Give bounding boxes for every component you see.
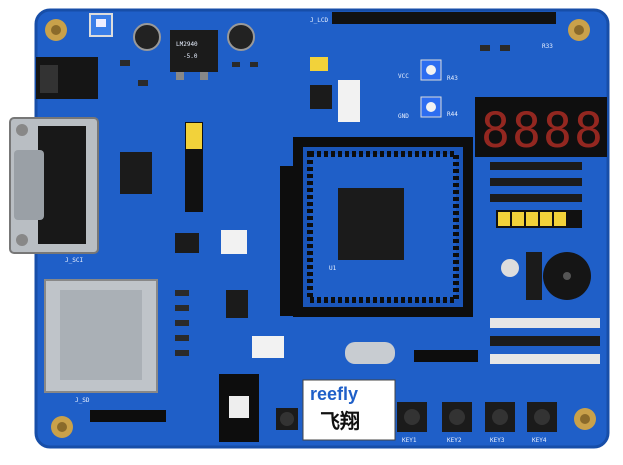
regulator-label: LM2940 xyxy=(176,41,198,48)
mounting-holes xyxy=(45,19,596,438)
pin-header xyxy=(280,166,294,316)
r44-label: R44 xyxy=(447,111,458,118)
lcd-pin-header: J_LCD xyxy=(310,12,556,24)
white-connector xyxy=(252,336,284,358)
vcc-label: VCC xyxy=(398,73,409,80)
led-indicator xyxy=(501,259,519,277)
key2-label: KEY2 xyxy=(447,437,462,444)
smd-components xyxy=(120,45,510,356)
key4-label: KEY4 xyxy=(532,437,547,444)
r43-label: R43 xyxy=(447,75,458,82)
jumper-row xyxy=(496,210,582,228)
white-connector xyxy=(338,80,360,122)
sd-label: J_SD xyxy=(75,397,90,404)
electrolytic-capacitor xyxy=(227,23,255,51)
yellow-jumper-block xyxy=(185,122,203,212)
crystal-oscillator xyxy=(345,342,395,364)
brand-chinese: 飞翔 xyxy=(320,409,360,433)
brand-name: reefly xyxy=(310,384,358,404)
potentiometers: R43 R44 VCC GND xyxy=(398,59,458,120)
db9-serial-connector: J_SCI xyxy=(9,117,99,264)
led-array xyxy=(490,318,600,364)
eeprom-chip xyxy=(175,233,199,253)
gnd-label: GND xyxy=(398,113,409,120)
segment-digit: 8 xyxy=(543,103,572,159)
segment-digit: 8 xyxy=(574,103,603,159)
serial-label: J_SCI xyxy=(65,257,83,264)
segment-digit: 8 xyxy=(512,103,541,159)
regulator-voltage-label: -5.0 xyxy=(183,53,198,60)
mcu-label: U1 xyxy=(329,265,337,272)
pin-header xyxy=(90,410,166,422)
can-transceiver-chip xyxy=(310,85,332,109)
key1-label: KEY1 xyxy=(402,437,417,444)
transistor xyxy=(526,252,542,300)
seven-segment-display: 8 8 8 8 xyxy=(475,97,607,159)
resistor-row xyxy=(490,162,582,202)
sd-card-slot: J_SD xyxy=(44,279,158,404)
microcontroller-chip xyxy=(338,188,404,260)
white-connector xyxy=(221,230,247,254)
top-jumper xyxy=(310,57,328,71)
key3-label: KEY3 xyxy=(490,437,505,444)
voltage-regulator: LM2940 -5.0 xyxy=(170,30,218,80)
r33-label: R33 xyxy=(542,43,553,50)
tactile-keys: KEY1 KEY2 KEY3 KEY4 xyxy=(397,402,557,444)
serial-transceiver-chip xyxy=(120,152,152,194)
electrolytic-capacitor xyxy=(133,23,161,51)
pin-header xyxy=(414,350,478,362)
lcd-header-label: J_LCD xyxy=(310,17,328,24)
segment-digit: 8 xyxy=(481,103,510,159)
driver-chip xyxy=(226,290,248,318)
mcu-socket-area: U1 xyxy=(293,137,473,317)
brand-logo: reefly 飞翔 xyxy=(302,379,396,441)
